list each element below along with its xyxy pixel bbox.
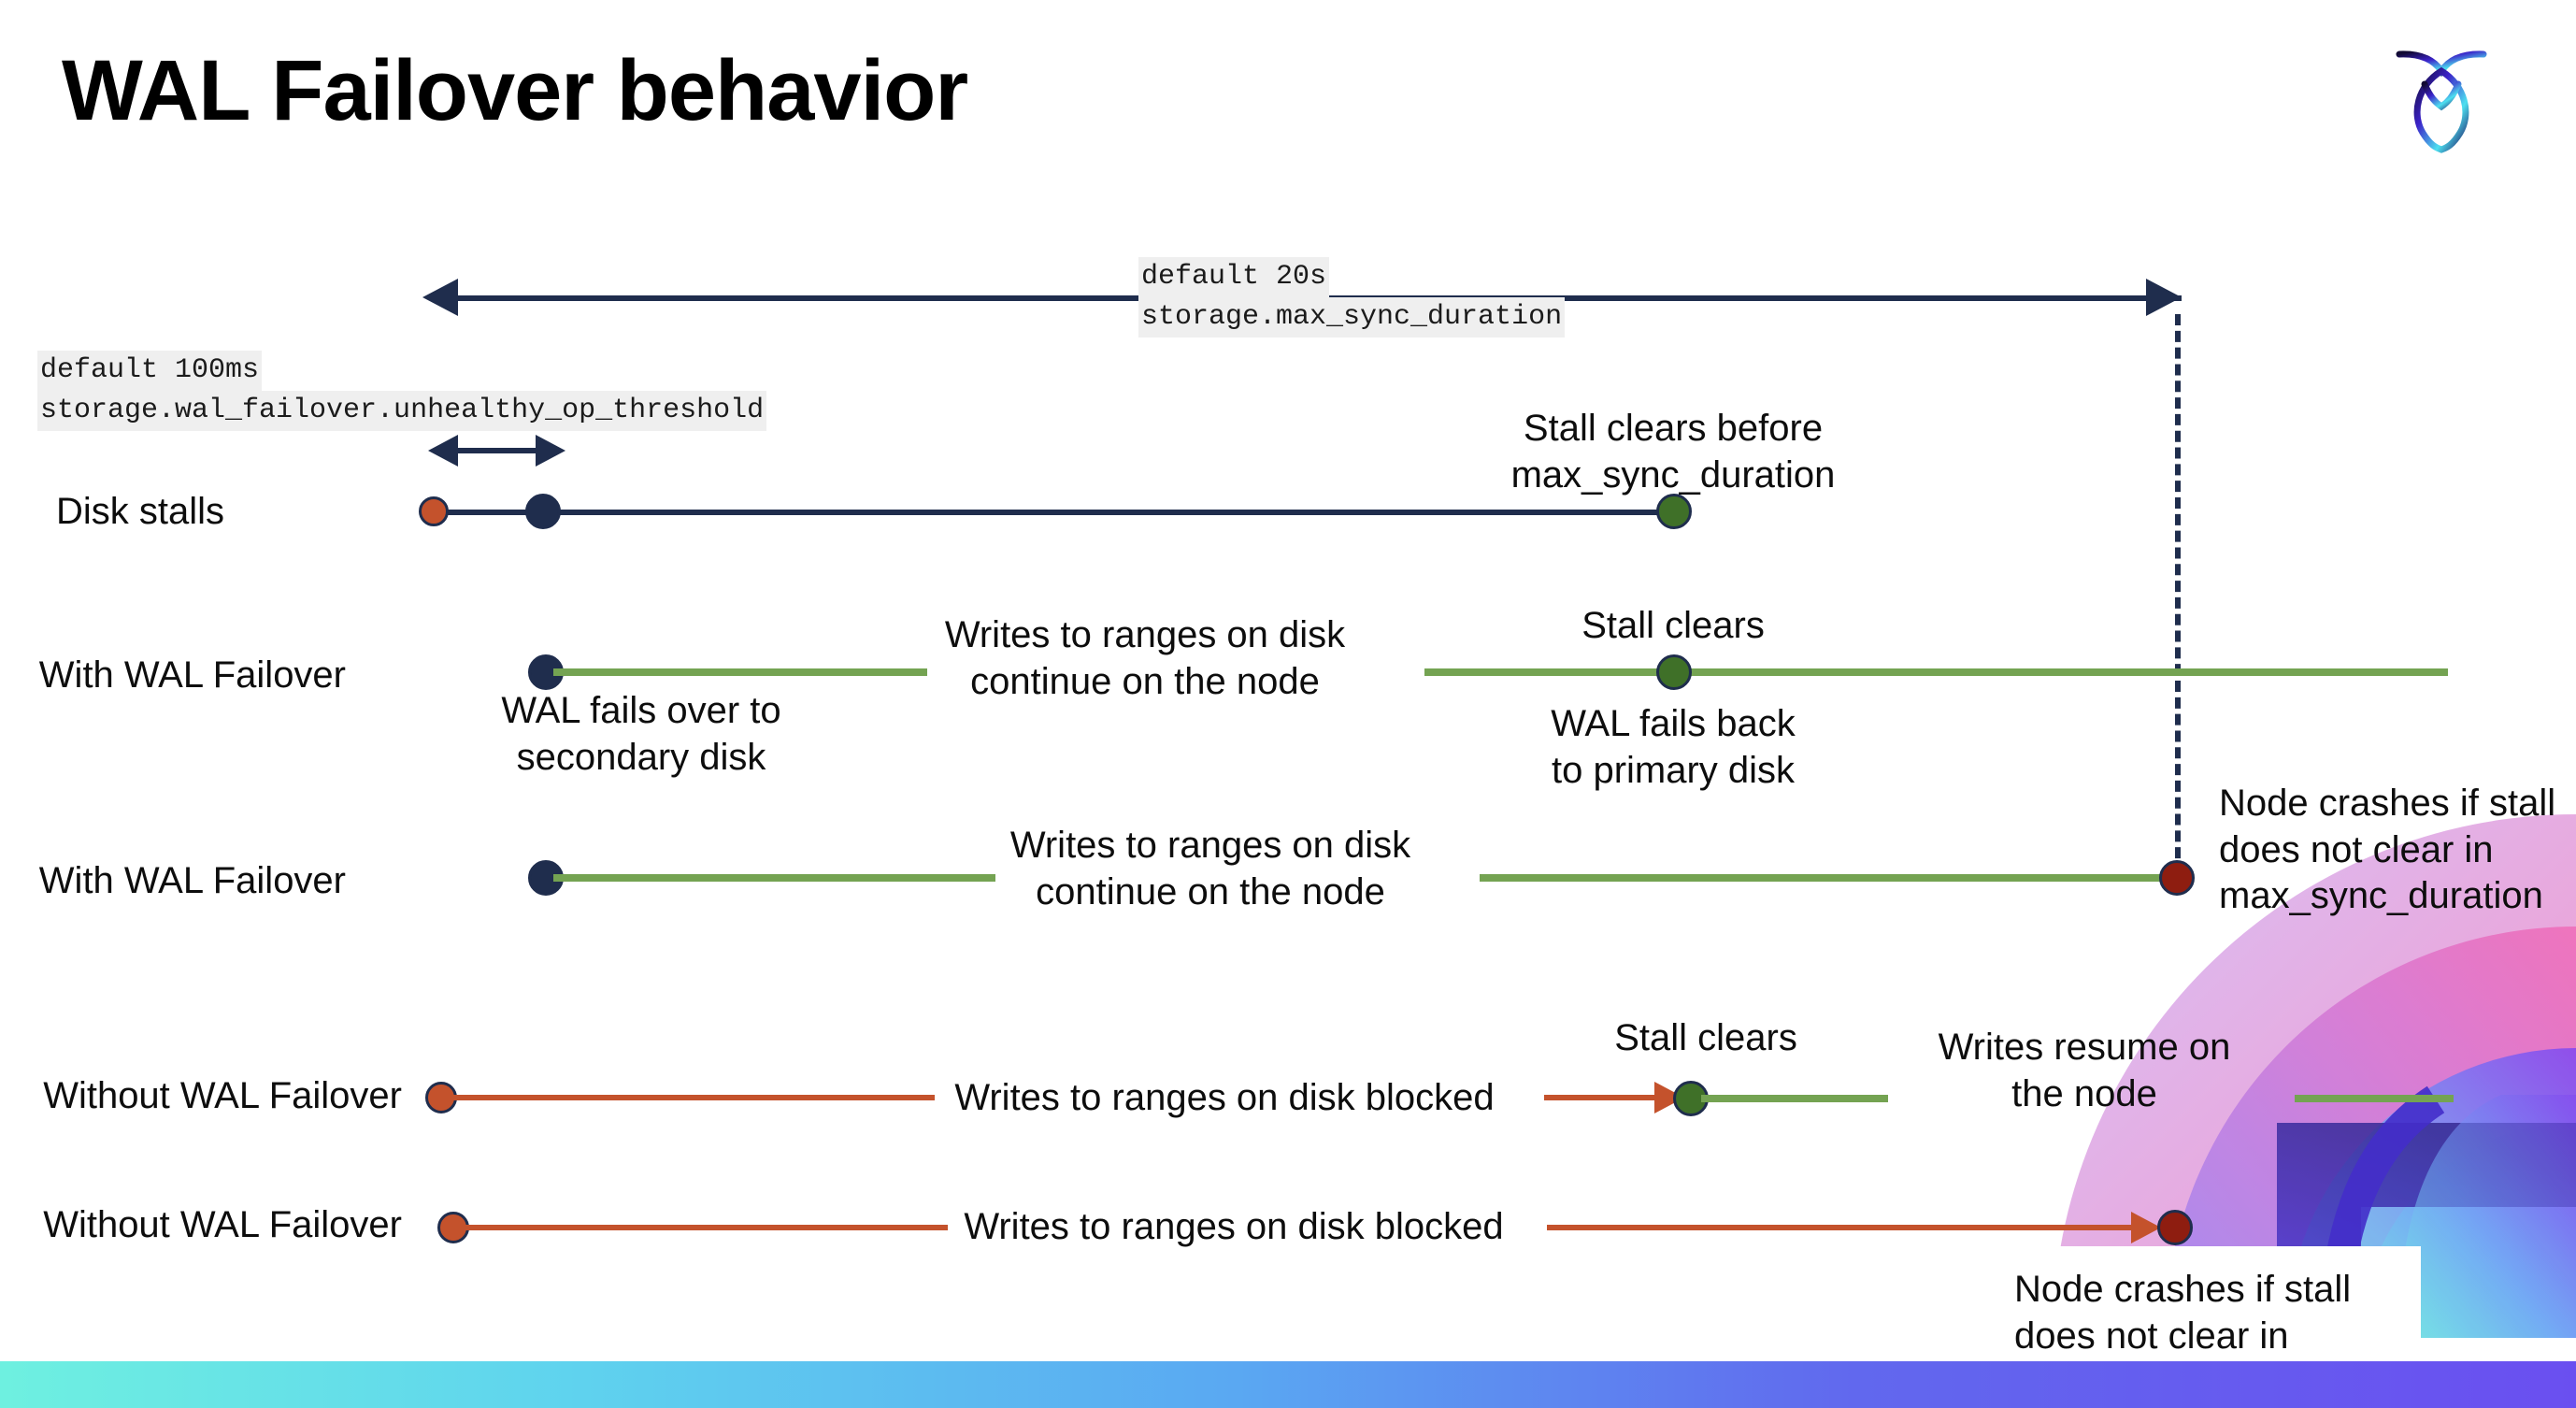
max-sync-left-arrowhead xyxy=(422,279,458,316)
row-label-disk-stalls: Disk stalls xyxy=(55,491,224,532)
wal-failover-crash-segment-1 xyxy=(553,874,995,882)
without-wal-failover-crash-line-2 xyxy=(1547,1225,2150,1230)
annotation-line: WAL fails back xyxy=(1551,703,1796,744)
annotation-line: Stall clears before xyxy=(1523,408,1824,449)
annotation-line: does not clear in xyxy=(2219,828,2494,870)
annotation-line: Writes to ranges on disk xyxy=(1009,825,1411,866)
annotation-line: Writes to ranges on disk xyxy=(944,614,1346,655)
wal-failover-crash-dot xyxy=(2159,860,2195,896)
threshold-right-arrowhead xyxy=(536,435,565,467)
annotation-line: Node crashes if stall xyxy=(2219,783,2556,824)
wal-failover-segment-1 xyxy=(553,668,927,676)
without-wal-failover-resume-line-2 xyxy=(2295,1095,2454,1102)
annotation-line: WAL fails over to xyxy=(501,690,781,731)
annotation-writes-continue-b: Writes to ranges on disk continue on the… xyxy=(1000,823,1421,915)
without-wal-failover-resume-line-1 xyxy=(1701,1095,1888,1102)
disk-stalls-threshold-dot xyxy=(525,494,561,529)
cockroachdb-logo-icon xyxy=(2376,28,2507,159)
annotation-line: continue on the node xyxy=(970,660,1320,702)
annotation-node-crashes-a: Node crashes if stall does not clear in … xyxy=(2219,781,2574,920)
annotation-line: Node crashes if stall xyxy=(2014,1269,2352,1310)
annotation-writes-resume: Writes resume on the node xyxy=(1925,1025,2243,1117)
annotation-line: to primary disk xyxy=(1551,749,1796,791)
unhealthy-op-setting-chip: storage.wal_failover.unhealthy_op_thresh… xyxy=(37,391,767,431)
annotation-line: max_sync_duration xyxy=(1510,453,1836,496)
wal-failover-crash-segment-2 xyxy=(1480,874,2181,882)
without-wal-failover-blocked-line-2 xyxy=(1544,1095,1666,1100)
annotation-line: Writes resume on xyxy=(1938,1027,2231,1068)
annotation-writes-blocked-a: Writes to ranges on disk blocked xyxy=(954,1077,1495,1118)
max-sync-default-chip: default 20s xyxy=(1138,257,1330,297)
threshold-span-line xyxy=(456,448,542,453)
without-wal-failover-crash-dot xyxy=(2157,1210,2193,1245)
footer-gradient-bar xyxy=(0,1361,2576,1408)
annotation-stall-clears-b: Stall clears xyxy=(1614,1017,1797,1058)
annotation-stall-clears-a: Stall clears xyxy=(1581,605,1765,646)
row-label-with-wal-failover-2: With WAL Failover xyxy=(38,860,346,901)
row-label-with-wal-failover-1: With WAL Failover xyxy=(38,654,346,696)
annotation-wal-fails-over: WAL fails over to secondary disk xyxy=(482,688,800,781)
disk-stalls-start-dot xyxy=(419,496,449,526)
threshold-left-arrowhead xyxy=(428,435,458,467)
annotation-line: does not clear in xyxy=(2014,1315,2289,1357)
wal-failover-stall-clear-dot xyxy=(1656,654,1692,690)
disk-stalls-clear-dot xyxy=(1656,494,1692,529)
without-wal-failover-crash-arrowhead xyxy=(2131,1212,2161,1243)
row-label-without-wal-failover-2: Without WAL Failover xyxy=(43,1204,402,1245)
annotation-line: the node xyxy=(2011,1072,2157,1114)
page-title: WAL Failover behavior xyxy=(62,43,968,138)
max-sync-right-arrowhead xyxy=(2146,279,2182,316)
wal-failover-segment-2 xyxy=(1424,668,2448,676)
annotation-writes-blocked-b: Writes to ranges on disk blocked xyxy=(964,1206,1504,1247)
annotation-stall-clears-before: Stall clears before max_sync_duration xyxy=(1496,406,1851,498)
annotation-line: max_sync_duration xyxy=(2219,875,2543,917)
row-label-without-wal-failover-1: Without WAL Failover xyxy=(43,1075,402,1116)
disk-stalls-timeline xyxy=(435,510,1682,515)
annotation-line: continue on the node xyxy=(1036,870,1385,912)
max-sync-setting-chip: storage.max_sync_duration xyxy=(1138,297,1566,338)
max-sync-deadline-dashed-line xyxy=(2175,314,2181,875)
without-wal-failover-blocked-line-1 xyxy=(447,1095,935,1100)
unhealthy-op-default-chip: default 100ms xyxy=(37,351,263,391)
annotation-writes-continue-a: Writes to ranges on disk continue on the… xyxy=(935,612,1355,705)
annotation-line: secondary disk xyxy=(516,736,766,778)
annotation-wal-fails-back: WAL fails back to primary disk xyxy=(1514,701,1832,794)
without-wal-failover-crash-line-1 xyxy=(460,1225,948,1230)
